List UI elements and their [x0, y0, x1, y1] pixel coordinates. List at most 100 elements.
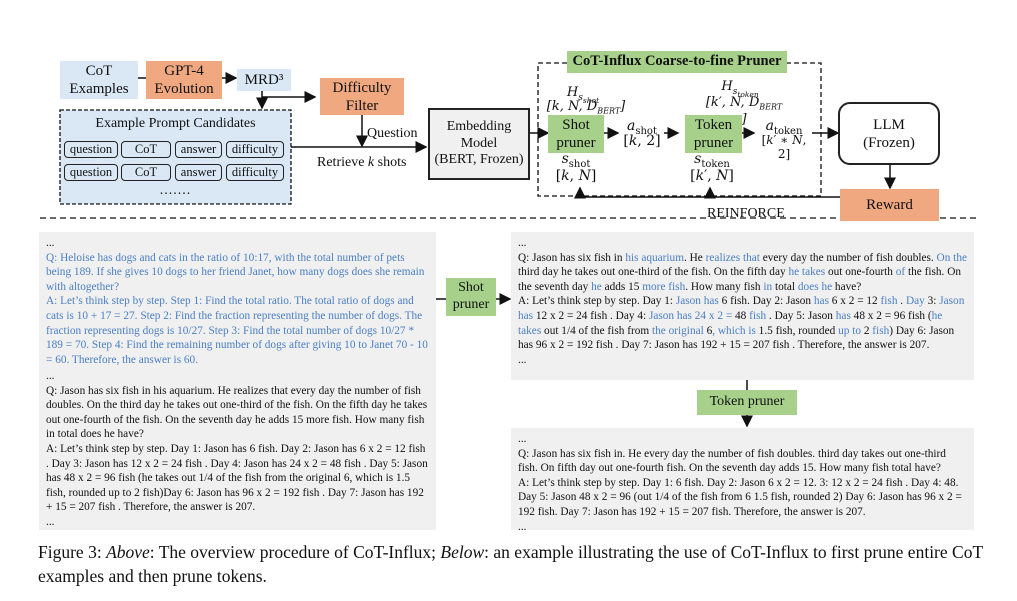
example2-answer: A: Let’s think step by step. Day 1: Jaso…	[46, 442, 428, 514]
pruned-token-span: more fish	[642, 280, 686, 293]
kept-token-span: 48 x 2 = 96 fish (	[850, 309, 932, 322]
ellipsis-top-right: ...	[518, 237, 527, 249]
a-token-dim: [k′ ∗ N, 2]	[761, 133, 807, 161]
pruner-title: CoT-Influx Coarse-to-fine Pruner	[567, 51, 787, 73]
kept-token-span: 3:	[924, 295, 940, 308]
caption-prefix: Figure 3:	[38, 542, 107, 562]
gpt4-evolution-box: GPT-4 Evolution	[146, 61, 222, 99]
pruned-token-span: Jason has 24 x 2 =	[648, 309, 733, 322]
kept-token-span: have?	[832, 280, 862, 293]
candidate-field-question: question	[64, 164, 118, 181]
caption-rest: : an example illustrating the use of CoT…	[38, 542, 983, 586]
pruned-token-span: fish	[749, 309, 767, 322]
ellipsis-bottom-final: ...	[518, 520, 527, 533]
caption-mid: : The overview procedure of CoT-Influx;	[149, 542, 441, 562]
h-token-label: Hstoken	[721, 79, 759, 99]
kept-token-span: total	[772, 280, 798, 293]
token-pruned-question: Q: Jason has six fish in. He every day t…	[518, 447, 946, 475]
s-token-label: stoken	[694, 151, 730, 170]
pruned-token-span: does he	[797, 280, 833, 293]
candidate-field-CoT: CoT	[121, 141, 171, 158]
kept-token-span: Q: Jason has six fish in	[518, 251, 626, 264]
kept-token-span: adds 15	[601, 280, 643, 293]
kept-token-span: . How many fish	[685, 280, 764, 293]
token-pruned-panel: ... Q: Jason has six fish in. He every d…	[511, 428, 974, 533]
s-token-dim: [k′, N]	[690, 168, 734, 184]
s-shot-dim: [k, N]	[555, 168, 597, 184]
kept-token-span: 48	[732, 309, 750, 322]
pruned-token-span: in	[763, 280, 773, 293]
kept-token-span: 6	[703, 324, 713, 337]
kept-token-span: 6 x 2 = 12	[828, 295, 881, 308]
pruned-token-span: has	[813, 295, 829, 308]
caption-above: Above	[106, 542, 150, 562]
candidate-field-answer: answer	[175, 141, 222, 158]
candidates-ellipsis: .......	[159, 183, 192, 198]
kept-token-span: 1.5 fish, rounded	[755, 324, 839, 337]
h-shot-dim: [k, N, DBERT]	[546, 99, 626, 116]
kept-token-span: A: Let’s think step by step. Day 1:	[518, 295, 674, 308]
candidate-field-difficulty: difficulty	[226, 141, 284, 158]
kept-token-span: Day 6: Jason has 96 x 2 = 192 fish . Day…	[518, 324, 955, 352]
token-pruned-answer: A: Let’s think step by step. Day 1: 6 fi…	[518, 476, 962, 518]
kept-token-span: every day the number of fish doubles.	[759, 251, 937, 264]
pruned-token-span: On the	[936, 251, 967, 264]
shot-pruned-text: Q: Jason has six fish in his aquarium. H…	[518, 251, 967, 353]
candidate-field-CoT: CoT	[121, 164, 171, 181]
kept-token-span: third day he takes out one-third of the …	[518, 266, 789, 279]
embedding-model-box: Embedding Model (BERT, Frozen)	[428, 108, 530, 180]
retrieve-label: Retrieve k shots	[317, 155, 407, 170]
pruned-token-span: up to	[838, 324, 861, 337]
shot-pruner-box: Shot pruner	[548, 115, 604, 153]
kept-token-span: out 1/4 of the fish from	[541, 324, 652, 337]
kept-token-span: out one-fourth	[825, 266, 896, 279]
kept-token-span: . Day 5: Jason	[766, 309, 836, 322]
difficulty-filter-box: Difficulty Filter	[320, 78, 404, 115]
ellipsis-top: ...	[46, 237, 55, 249]
ellipsis-mid: ...	[46, 370, 55, 382]
ellipsis-bottom-right: ...	[518, 353, 527, 366]
candidate-field-question: question	[64, 141, 118, 158]
kept-token-span: . He	[684, 251, 706, 264]
s-shot-label: sshot	[561, 151, 591, 170]
original-shot-panel: ... Q: Heloise has dogs and cats in the …	[39, 232, 436, 366]
pruned-token-span: Jason has	[675, 295, 719, 308]
kept-token-span: 2	[861, 324, 873, 337]
kept-token-span: .	[897, 295, 906, 308]
candidate-field-answer: answer	[175, 164, 222, 181]
pruned-token-span: fish	[872, 324, 890, 337]
ellipsis-bottom: ...	[46, 515, 55, 528]
pruned-token-span: has	[835, 309, 851, 322]
original-fish-panel: ... Q: Jason has six fish in his aquariu…	[39, 365, 436, 530]
reinforce-label: REINFORCE	[707, 206, 785, 221]
token-pruner-box: Token pruner	[685, 115, 742, 153]
pruned-token-span: fish	[880, 295, 898, 308]
pruned-token-span: Day	[905, 295, 925, 308]
pruned-token-span: his aquarium	[625, 251, 684, 264]
mrd3-box: MRD³	[237, 69, 291, 91]
h-shot-label: Hsshot	[566, 85, 600, 105]
pruned-token-span: realizes that	[705, 251, 760, 264]
kept-token-span: 6 fish. Day 2: Jason	[718, 295, 814, 308]
figure-caption: Figure 3: Above: The overview procedure …	[38, 540, 988, 588]
example-token-pruner: Token pruner	[697, 390, 797, 415]
kept-token-span: 12 x 2 = 24 fish . Day 4:	[533, 309, 649, 322]
reward-box: Reward	[840, 189, 939, 221]
caption-below: Below	[440, 542, 485, 562]
example2-question: Q: Jason has six fish in his aquarium. H…	[46, 384, 428, 441]
ellipsis-top-final: ...	[518, 433, 527, 445]
a-token-label: atoken	[765, 118, 803, 137]
pruned-token-span: Jason has	[518, 295, 965, 322]
h-token-dim: [k′, N, DBERT ]	[705, 95, 783, 127]
llm-box: LLM (Frozen)	[838, 102, 940, 165]
candidates-title: Example Prompt Candidates	[95, 116, 256, 131]
example1-answer: A: Let’s think step by step. Step 1: Fin…	[46, 295, 428, 366]
candidate-field-difficulty: difficulty	[226, 164, 284, 181]
example-shot-pruner: Shot pruner	[446, 278, 496, 316]
pruned-token-span: of	[895, 266, 906, 279]
pruned-token-span: he	[591, 280, 602, 293]
shot-pruned-panel: ... Q: Jason has six fish in his aquariu…	[511, 232, 974, 380]
pruned-token-span: he takes	[788, 266, 826, 279]
question-label: Question	[367, 126, 418, 141]
pruned-token-span: , which is	[712, 324, 756, 337]
